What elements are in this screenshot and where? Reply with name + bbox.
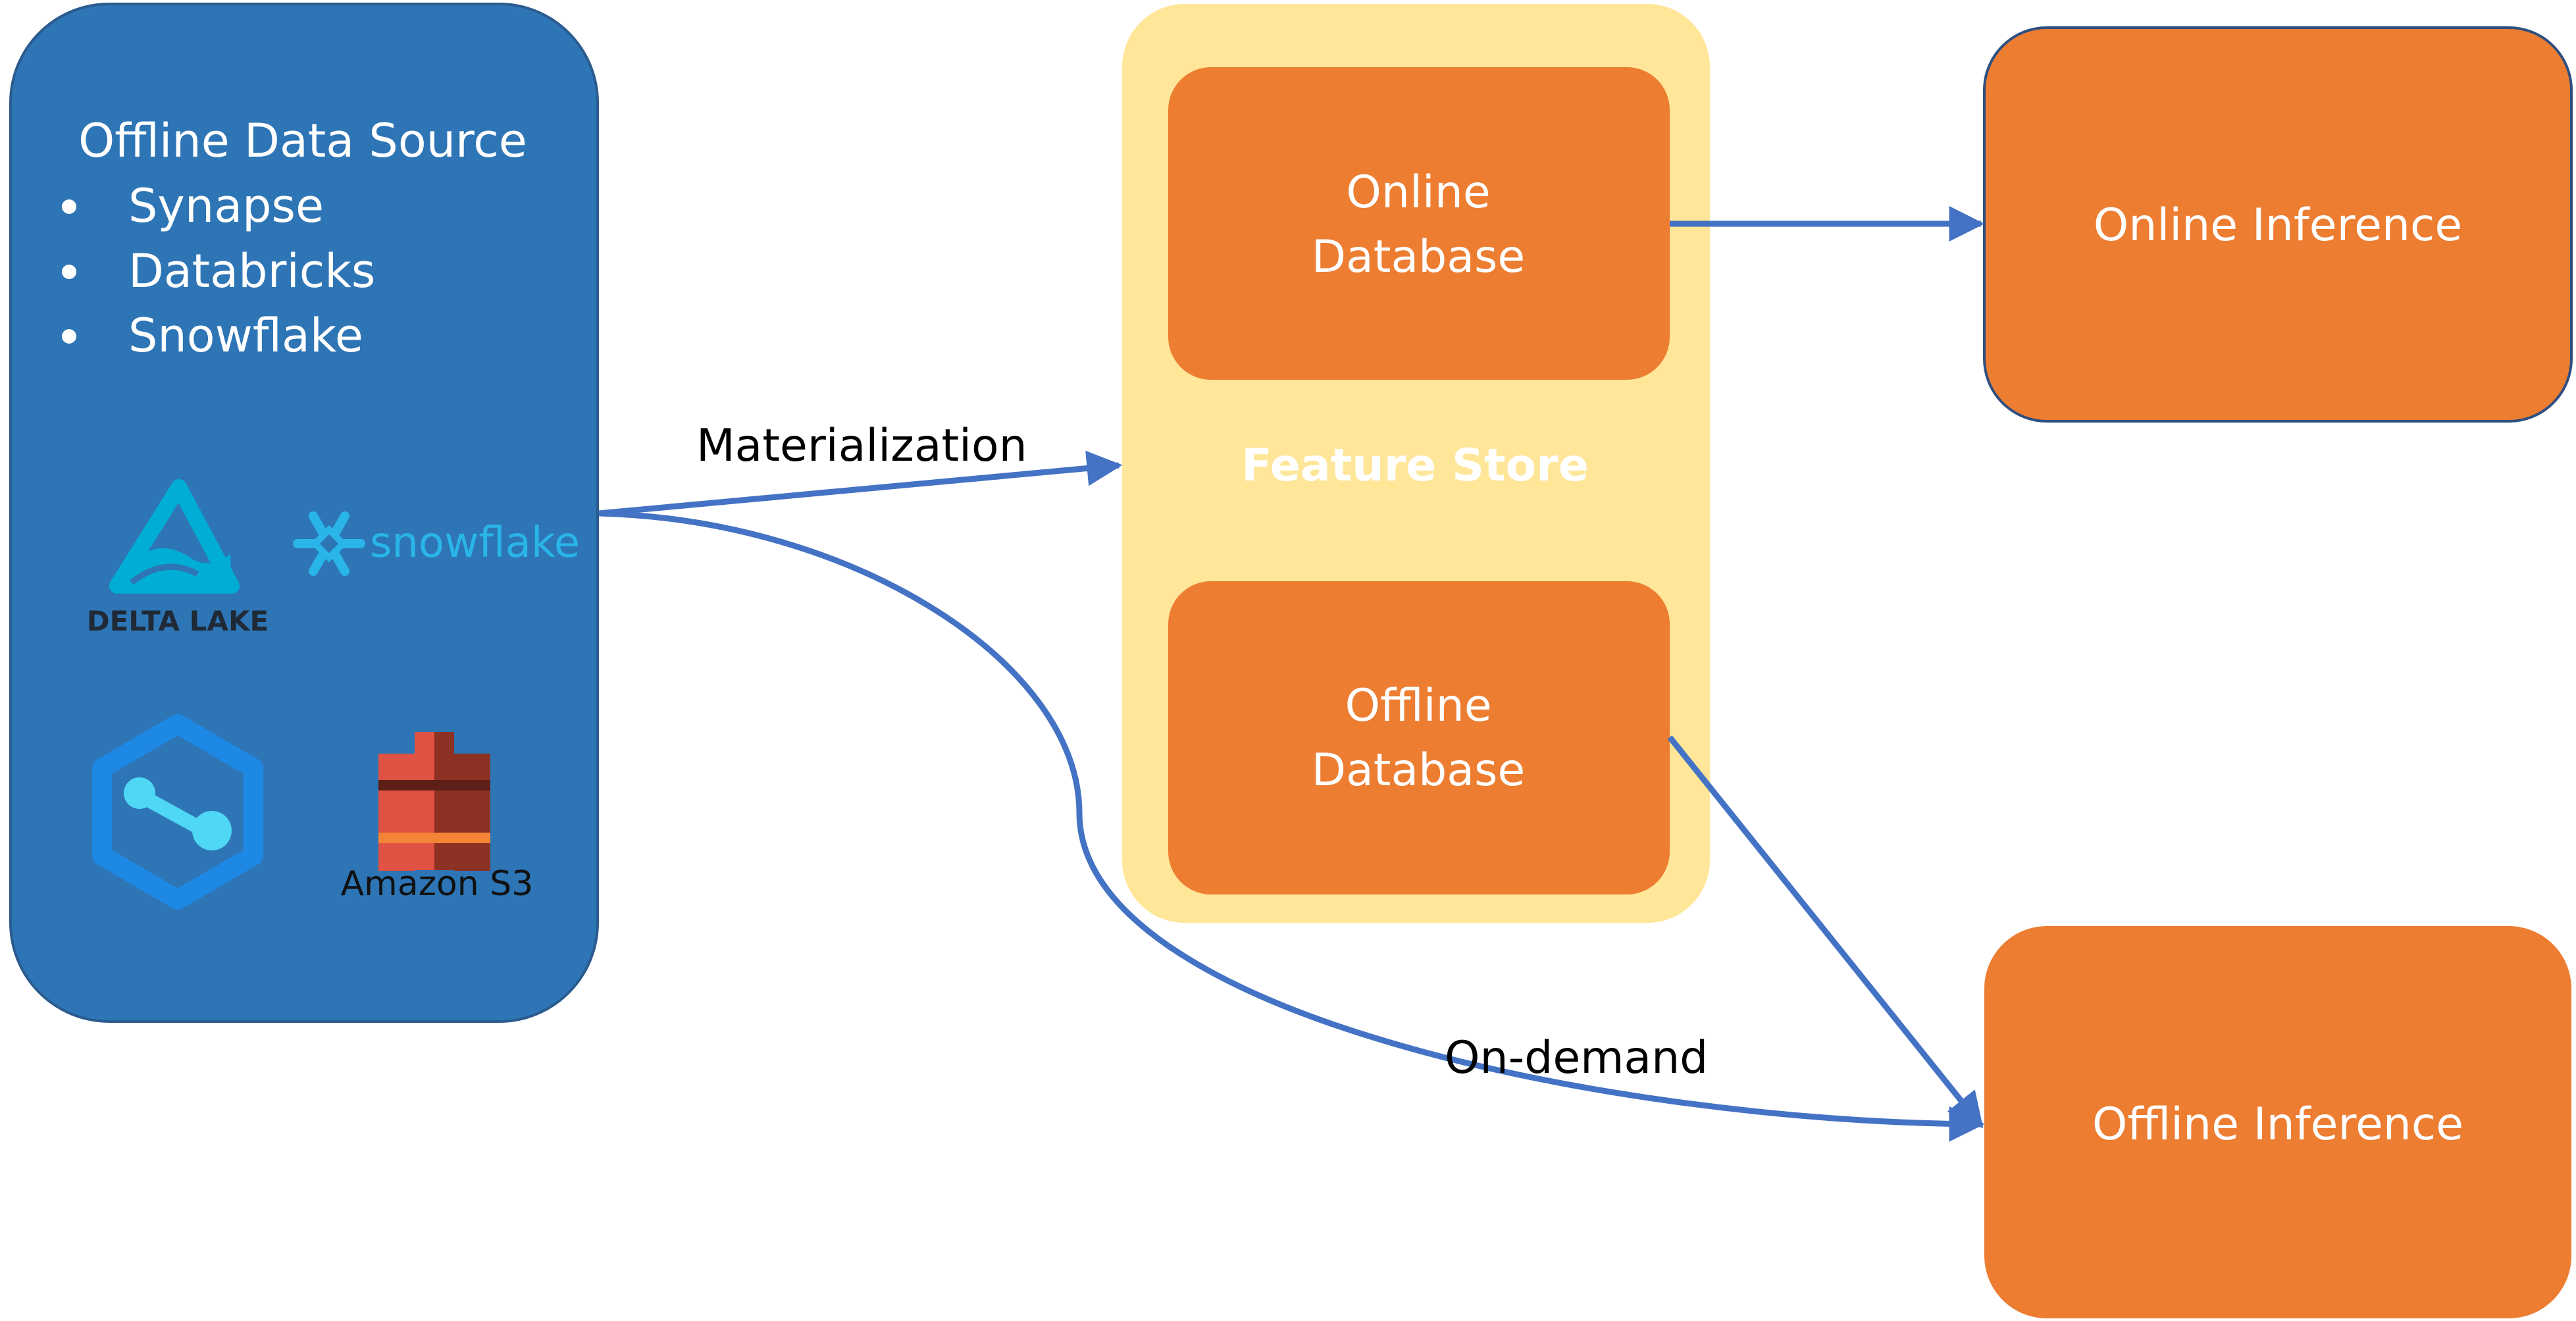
delta-lake-logo: DELTA LAKE bbox=[87, 479, 269, 637]
offline-data-source-title: Offline Data Source bbox=[78, 114, 527, 168]
feature-store-node: Feature Store Online Database Offline Da… bbox=[1122, 4, 1710, 923]
online-database-line1: Online bbox=[1346, 167, 1490, 219]
materialization-label: Materialization bbox=[696, 420, 1027, 472]
offline-to-offline-inference-arrow bbox=[1667, 735, 1984, 1129]
amazon-s3-logo: Amazon S3 bbox=[341, 732, 534, 904]
snowflake-logo: snowflake bbox=[293, 511, 580, 576]
azure-synapse-logo bbox=[92, 714, 263, 910]
offline-inference-node: Offline Inference bbox=[1984, 926, 2571, 1318]
offline-database-line2: Database bbox=[1312, 744, 1525, 796]
offline-data-source-node: Offline Data Source Synapse Databricks S… bbox=[9, 3, 599, 1023]
snowflake-icon bbox=[293, 511, 365, 576]
bullet-snowflake bbox=[62, 329, 76, 344]
online-inference-node: Online Inference bbox=[1983, 26, 2573, 423]
online-database-node: Online Database bbox=[1168, 67, 1670, 380]
amazon-s3-wordmark: Amazon S3 bbox=[341, 864, 534, 904]
online-database-line2: Database bbox=[1312, 231, 1525, 283]
offline-inference-label: Offline Inference bbox=[2092, 1099, 2463, 1151]
online-inference-label: Online Inference bbox=[2094, 199, 2463, 251]
amazon-s3-icon bbox=[378, 732, 490, 871]
source-item-synapse: Synapse bbox=[128, 179, 324, 233]
delta-lake-icon bbox=[109, 479, 240, 594]
snowflake-wordmark: snowflake bbox=[370, 519, 580, 567]
edges: Materialization On-demand bbox=[598, 206, 1985, 1142]
feature-store-title: Feature Store bbox=[1241, 440, 1589, 492]
bullet-synapse bbox=[62, 199, 76, 214]
source-list: Synapse Databricks Snowflake bbox=[62, 179, 375, 363]
azure-synapse-icon bbox=[92, 714, 263, 910]
on-demand-arrow bbox=[598, 510, 1985, 1142]
delta-lake-wordmark: DELTA LAKE bbox=[87, 605, 269, 637]
offline-database-node: Offline Database bbox=[1168, 581, 1670, 894]
offline-database-line1: Offline bbox=[1345, 680, 1491, 732]
source-item-snowflake: Snowflake bbox=[128, 309, 363, 363]
on-demand-label: On-demand bbox=[1445, 1032, 1708, 1084]
bullet-databricks bbox=[62, 265, 76, 279]
materialization-arrow bbox=[598, 450, 1123, 517]
source-item-databricks: Databricks bbox=[128, 244, 375, 298]
